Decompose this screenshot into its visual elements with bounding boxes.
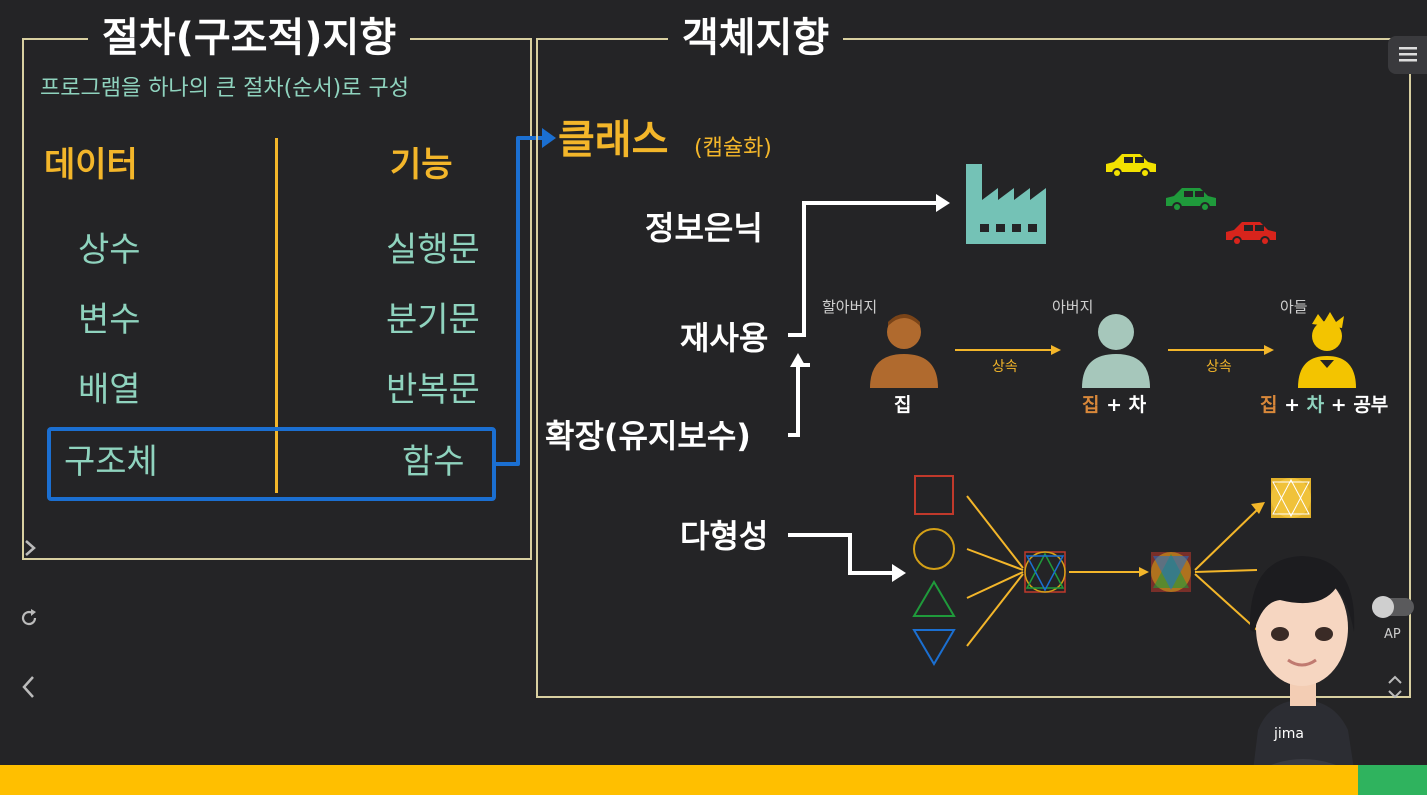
- presenter-avatar: jima: [1240, 540, 1365, 795]
- plus-sign: +: [1331, 394, 1347, 416]
- data-item-array: 배열: [78, 373, 141, 407]
- object-oriented-title: 객체지향: [668, 18, 843, 58]
- plus-sign: +: [1106, 394, 1122, 416]
- owns-house: 집: [1260, 394, 1277, 416]
- autoplay-toggle[interactable]: [1372, 598, 1414, 616]
- car-red-icon: [1222, 218, 1280, 248]
- inherit-arrow-2: [1168, 342, 1278, 358]
- son-person-icon: [1294, 310, 1360, 390]
- func-item-statement: 실행문: [386, 233, 480, 267]
- func-item-branch: 분기문: [386, 303, 480, 337]
- owns-house: 집: [894, 394, 911, 416]
- son-owns: 집 + 차 + 공부: [1260, 396, 1388, 415]
- procedural-title: 절차(구조적)지향: [88, 18, 410, 58]
- combined-shape-2: [1151, 552, 1191, 592]
- owns-study: 공부: [1353, 394, 1388, 416]
- inherit-arrow-1: [955, 342, 1065, 358]
- menu-icon: [1388, 36, 1427, 74]
- class-encapsulation-label: (캡슐화): [694, 138, 772, 160]
- combined-shape-1: [1025, 552, 1065, 592]
- feature-extension: 확장(유지보수): [545, 420, 751, 452]
- back-icon[interactable]: [18, 673, 40, 701]
- car-yellow-icon: [1102, 150, 1160, 180]
- autoplay-label: AP: [1384, 628, 1401, 641]
- toggle-knob: [1372, 596, 1394, 618]
- data-item-constant: 상수: [78, 233, 141, 267]
- grandfather-owns: 집: [894, 396, 911, 415]
- class-label: 클래스: [558, 120, 668, 160]
- expand-icon[interactable]: [1384, 674, 1406, 700]
- feature-information-hiding: 정보은닉: [645, 212, 763, 244]
- inverted-triangle-shape: [914, 630, 954, 664]
- shirt-logo-text: jima: [1273, 726, 1304, 742]
- grandfather-person-icon: [866, 310, 942, 390]
- owns-car: 차: [1129, 394, 1146, 416]
- menu-button[interactable]: [1388, 36, 1427, 74]
- func-item-loop: 반복문: [386, 373, 480, 407]
- owns-car: 차: [1307, 394, 1324, 416]
- struct-function-highlight: [47, 427, 496, 501]
- bottom-accent-bar: [0, 765, 1358, 795]
- output-shape: [1271, 478, 1311, 518]
- triangle-shape: [914, 582, 954, 616]
- square-shape: [915, 476, 953, 514]
- feature-polymorphism: 다형성: [680, 520, 768, 552]
- forward-icon[interactable]: [22, 538, 38, 558]
- feature-reuse: 재사용: [680, 322, 768, 354]
- refresh-icon[interactable]: [18, 607, 40, 629]
- function-column-header: 기능: [390, 148, 453, 182]
- inherit-label-1: 상속: [992, 360, 1018, 374]
- procedural-subtitle: 프로그램을 하나의 큰 절차(순서)로 구성: [40, 78, 409, 100]
- data-item-variable: 변수: [78, 303, 141, 337]
- data-column-header: 데이터: [44, 148, 138, 182]
- inherit-label-2: 상속: [1206, 360, 1232, 374]
- father-owns: 집 + 차: [1082, 396, 1146, 415]
- factory-icon: [962, 160, 1050, 246]
- father-person-icon: [1078, 310, 1154, 390]
- circle-shape: [914, 529, 954, 569]
- plus-sign: +: [1284, 394, 1300, 416]
- owns-house: 집: [1082, 394, 1099, 416]
- bottom-green-block: [1358, 765, 1427, 795]
- car-green-icon: [1162, 184, 1220, 214]
